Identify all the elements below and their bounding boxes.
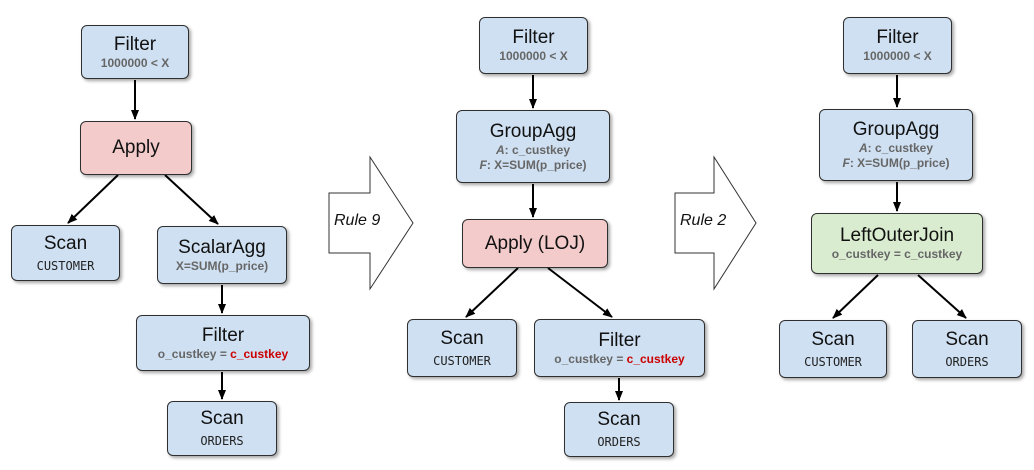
- keys-value: : c_custkey: [504, 142, 571, 157]
- table-name: ORDERS: [200, 434, 244, 448]
- plan1-scan-customer-node: Scan CUSTOMER: [11, 225, 120, 281]
- node-title: Filter: [113, 33, 157, 55]
- node-aggregate: X=SUM(p_price): [175, 258, 269, 273]
- node-title: Scan: [43, 232, 88, 254]
- plan1-scan-orders-node: Scan ORDERS: [167, 401, 277, 456]
- node-title: Scan: [440, 327, 484, 349]
- table-name: CUSTOMER: [804, 354, 862, 369]
- node-title: Scan: [945, 328, 989, 350]
- edge-apply-filter: [547, 267, 613, 318]
- plan1-filter-node: Filter 1000000 < X: [81, 25, 189, 79]
- funcs-label: F: [842, 156, 850, 170]
- plan1-apply-node: Apply: [80, 121, 192, 175]
- node-predicate: 1000000 < X: [100, 55, 170, 70]
- rule2-arrow: [674, 155, 757, 291]
- node-title: LeftOuterJoin: [839, 225, 955, 246]
- rule9-label: Rule 9: [334, 212, 381, 229]
- keys-label: A: [858, 141, 868, 155]
- node-title: Apply (LOJ): [484, 232, 586, 254]
- funcs-value: : X=SUM(p_price): [486, 157, 587, 172]
- plan2-apply-loj-node: Apply (LOJ): [462, 219, 608, 268]
- rule9-arrow: [328, 155, 414, 291]
- plan3-filter-node: Filter 1000000 < X: [843, 17, 952, 74]
- correlated-column: c_custkey: [626, 351, 685, 366]
- node-title: Scan: [597, 409, 641, 430]
- plan3-scan-customer-node: Scan CUSTOMER: [779, 320, 887, 378]
- node-title: Filter: [201, 324, 245, 346]
- edge-join-scan-customer: [832, 274, 879, 319]
- table-name: CUSTOMER: [433, 353, 491, 368]
- rule2-label: Rule 2: [680, 212, 727, 229]
- correlated-column: c_custkey: [230, 346, 289, 361]
- table-name: CUSTOMER: [36, 258, 95, 273]
- group-keys: A: c_custkey: [859, 141, 933, 156]
- predicate-left: o_custkey =: [554, 351, 627, 366]
- group-keys: A: c_custkey: [496, 143, 570, 158]
- edge-apply-scalaragg: [164, 174, 219, 225]
- node-title: Filter: [598, 329, 641, 351]
- plan2-groupagg-node: GroupAgg A: c_custkey F: X=SUM(p_price): [456, 110, 610, 183]
- edge-apply-scan-customer: [465, 267, 519, 318]
- node-title: Filter: [876, 27, 919, 48]
- plan3-scan-orders-node: Scan ORDERS: [912, 320, 1022, 378]
- node-predicate: 1000000 < X: [499, 49, 568, 63]
- funcs-value: : X=SUM(p_price): [849, 156, 950, 170]
- edge-join-scan-orders: [917, 274, 967, 319]
- predicate-left: o_custkey =: [157, 346, 231, 361]
- aggregate-functions: F: X=SUM(p_price): [479, 158, 586, 173]
- node-title: Scan: [811, 328, 855, 350]
- keys-label: A: [495, 142, 505, 157]
- plan3-leftouterjoin-node: LeftOuterJoin o_custkey = c_custkey: [811, 213, 983, 274]
- aggregate-functions: F: X=SUM(p_price): [842, 156, 949, 171]
- keys-value: : c_custkey: [867, 141, 934, 155]
- node-title: ScalarAgg: [178, 236, 266, 258]
- plan3-groupagg-node: GroupAgg A: c_custkey F: X=SUM(p_price): [819, 109, 973, 181]
- plan2-filter-node: Filter 1000000 < X: [479, 17, 588, 74]
- node-title: GroupAgg: [852, 119, 940, 140]
- funcs-label: F: [479, 157, 487, 172]
- plan2-scan-orders-node: Scan ORDERS: [564, 402, 674, 457]
- node-title: GroupAgg: [489, 120, 577, 142]
- table-name: ORDERS: [945, 354, 989, 369]
- node-predicate: o_custkey = c_custkey: [554, 352, 684, 367]
- node-title: Apply: [112, 137, 160, 158]
- plan2-filter-correlated-node: Filter o_custkey = c_custkey: [534, 319, 705, 377]
- node-predicate: 1000000 < X: [863, 49, 932, 63]
- node-predicate: o_custkey = c_custkey: [158, 347, 288, 362]
- node-title: Scan: [200, 408, 244, 429]
- table-name: ORDERS: [597, 435, 641, 449]
- edge-apply-scan-customer: [67, 174, 119, 224]
- node-title: Filter: [512, 27, 555, 48]
- plan1-scalaragg-node: ScalarAgg X=SUM(p_price): [157, 226, 287, 284]
- plan2-scan-customer-node: Scan CUSTOMER: [407, 319, 517, 377]
- plan1-filter-correlated-node: Filter o_custkey = c_custkey: [136, 315, 310, 371]
- join-predicate: o_custkey = c_custkey: [831, 247, 963, 261]
